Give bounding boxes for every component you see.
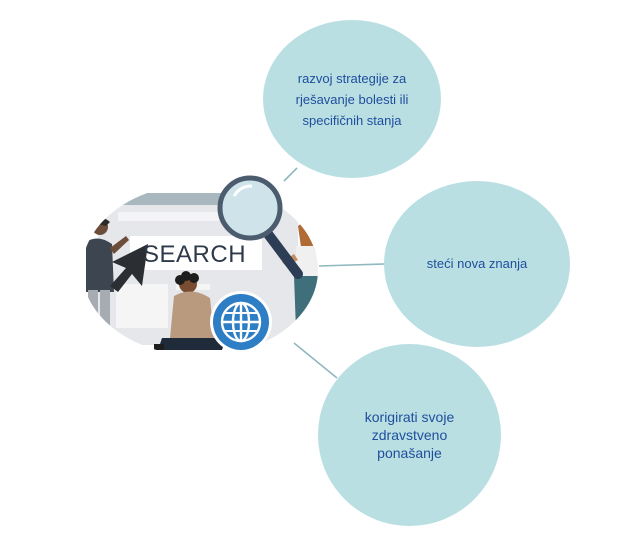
bubble-strategy: razvoj strategije za rješavanje bolesti … [263, 20, 441, 178]
bubble-strategy-text: razvoj strategije za rješavanje bolesti … [295, 70, 409, 128]
person-sitting [154, 271, 226, 350]
bubble-behavior: korigirati svoje zdravstveno ponašanje [318, 344, 501, 526]
globe-icon [210, 291, 272, 353]
connector-line-1 [283, 167, 298, 182]
search-illustration: SEARCH [82, 175, 318, 356]
magnifier-icon [217, 175, 303, 279]
bubble-behavior-text: korigirati svoje zdravstveno ponašanje [364, 409, 455, 461]
connector-line-3 [293, 342, 338, 379]
bubble-knowledge: steći nova znanja [384, 181, 570, 347]
search-bar [130, 236, 262, 270]
bubble-knowledge-text: steći nova znanja [426, 256, 528, 271]
connector-line-2 [318, 263, 385, 267]
search-label: SEARCH [143, 241, 246, 268]
cursor-icon [110, 244, 148, 292]
